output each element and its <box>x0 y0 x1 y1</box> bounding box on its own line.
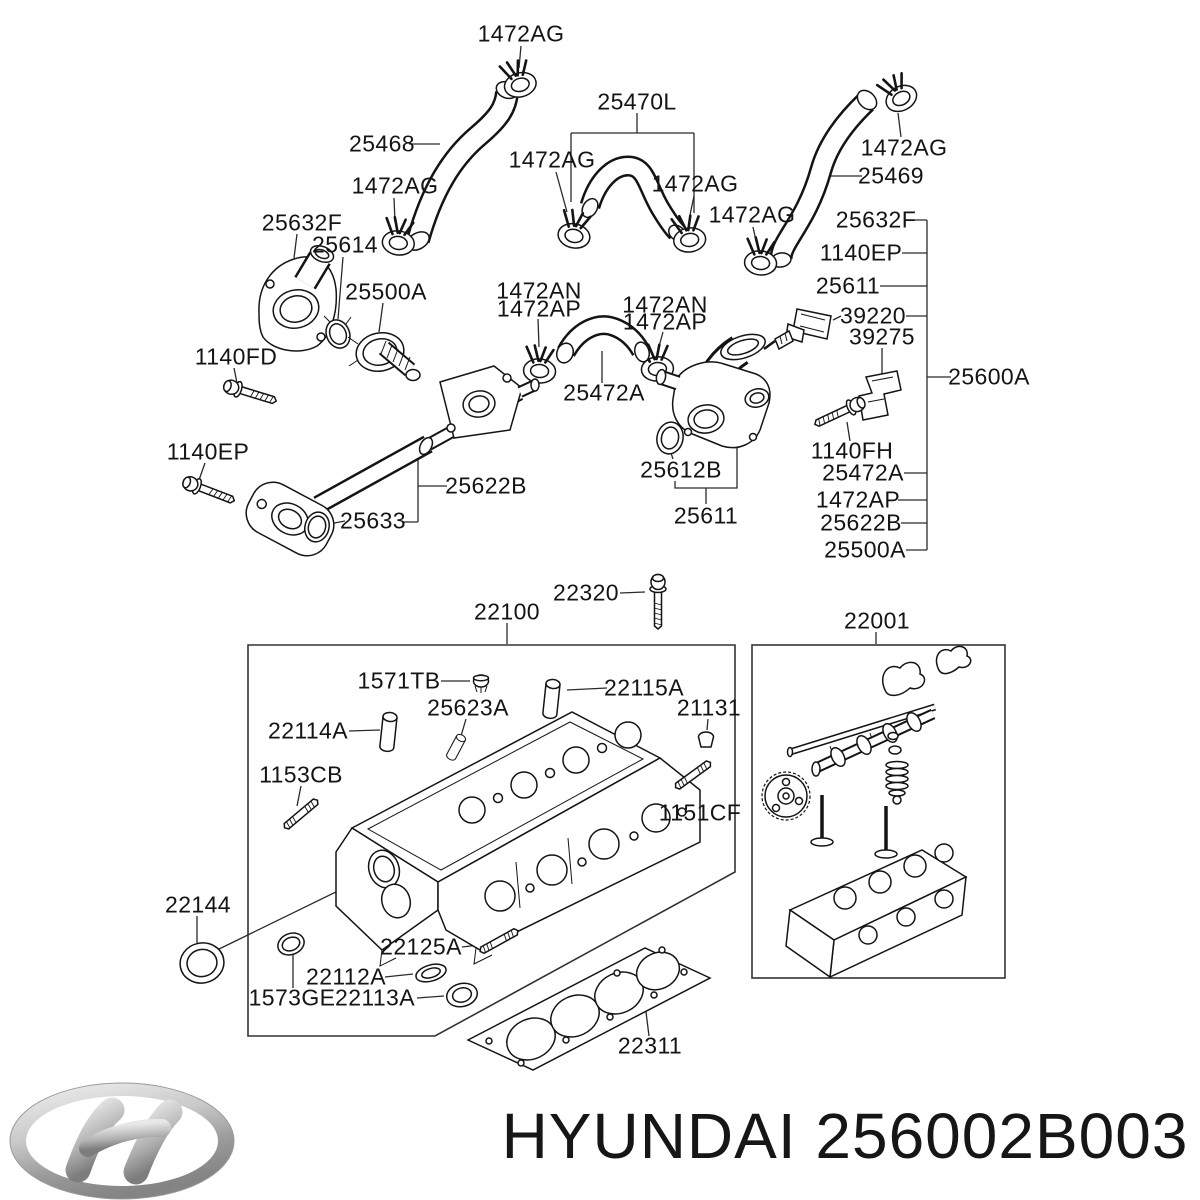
heater-hose-25468 <box>406 80 519 251</box>
part-label-1153CB: 1153CB <box>259 761 343 788</box>
part-label-25632F-col: 25632F <box>835 206 917 233</box>
part-label-22114A: 22114A <box>268 717 348 744</box>
dowel-25623A <box>444 732 468 763</box>
part-label-25612B: 25612B <box>640 456 722 483</box>
head-gasket-22311 <box>466 946 712 1071</box>
stud-1153CB <box>281 796 321 832</box>
bolt-1140EP <box>179 472 238 509</box>
part-label-25469: 25469 <box>858 162 924 189</box>
footer-part-number-text: HYUNDAI 256002B003 <box>501 1100 1189 1172</box>
part-label-25500A-mid: 25500A <box>345 278 427 305</box>
part-label-25622B-mid: 25622B <box>445 472 527 499</box>
bolt-1140FD <box>221 376 280 410</box>
heater-hose-25470L <box>579 155 686 242</box>
part-label-25470L: 25470L <box>597 88 677 115</box>
part-label-1140FD: 1140FD <box>194 343 278 370</box>
o-ring-22112A <box>415 963 447 983</box>
part-label-25614: 25614 <box>312 231 378 258</box>
heater-hose-25469 <box>769 89 878 268</box>
part-label-1140EP-col: 1140EP <box>819 239 903 266</box>
part-label-1472AG-2: 1472AG <box>351 172 439 199</box>
part-label-22144: 22144 <box>165 891 231 918</box>
seal-1573GE <box>277 932 305 956</box>
part-label-22320: 22320 <box>553 579 619 606</box>
part-label-22001: 22001 <box>844 607 910 634</box>
part-label-25600A: 25600A <box>948 363 1030 390</box>
part-label-25623A: 25623A <box>427 694 509 721</box>
water-outlet-fitting-25632F <box>258 244 338 352</box>
sensor-bracket-39275 <box>858 370 902 421</box>
part-label-1472AG-4: 1472AG <box>651 170 739 197</box>
box-22001 <box>751 644 1006 979</box>
part-label-25500A-col: 25500A <box>824 536 906 563</box>
water-hose-25472A <box>555 315 650 364</box>
part-label-25472A-mid: 25472A <box>563 379 645 406</box>
part-label-25633: 25633 <box>340 507 406 534</box>
part-label-21131: 21131 <box>676 694 742 721</box>
camshaft-seal-22144 <box>179 942 225 984</box>
gasket-25633 <box>304 511 330 543</box>
head-sub-assembly-22001 <box>761 645 972 979</box>
part-label-1472AP-right: 1472AP <box>622 308 708 335</box>
cylinder-head-22100 <box>335 711 701 967</box>
part-label-22115A: 22115A <box>604 674 684 701</box>
part-label-1140FH: 1140FH <box>810 437 894 464</box>
plug-21131 <box>697 731 715 748</box>
bolt-1140FH <box>810 393 869 433</box>
part-label-1472AG-1: 1472AG <box>477 20 565 47</box>
hyundai-logo <box>9 1082 235 1200</box>
box-22100 <box>247 644 736 1037</box>
water-inlet-fitting-25611 <box>655 333 771 449</box>
part-label-25472A-col: 25472A <box>822 459 904 486</box>
thermostat-25500A <box>347 332 421 382</box>
bolt-22320 <box>649 573 667 630</box>
part-label-1472AG-3: 1472AG <box>508 146 596 173</box>
plug-1571TB <box>472 674 490 693</box>
part-label-1573GE: 1573GE <box>248 984 336 1011</box>
valve-guide-22115A <box>541 678 562 720</box>
valve-guide-22114A <box>378 711 399 753</box>
part-label-25632F-left: 25632F <box>261 209 343 236</box>
part-label-1151CF: 1151CF <box>658 799 742 826</box>
part-label-22125A: 22125A <box>380 933 462 960</box>
part-label-39275: 39275 <box>849 323 915 350</box>
part-label-1472AP-left: 1472AP <box>496 295 582 322</box>
part-label-39220: 39220 <box>840 302 906 329</box>
part-label-1140EP-left: 1140EP <box>166 438 250 465</box>
part-label-22112A: 22112A <box>306 963 386 990</box>
part-label-1472AG-6: 1472AG <box>860 134 948 161</box>
part-label-22311: 22311 <box>617 1032 683 1059</box>
clamp-ring-25614 <box>323 315 352 349</box>
part-label-25611-col: 25611 <box>815 272 881 299</box>
part-label-22100: 22100 <box>474 598 540 625</box>
part-label-22113A: 22113A <box>335 984 415 1011</box>
part-label-1472AN-left: 1472AN <box>496 277 582 304</box>
egr-pipe-25622B <box>245 365 540 557</box>
o-ring-22113A <box>445 982 479 1008</box>
part-label-1571TB: 1571TB <box>357 667 441 694</box>
seal-ring-25612B <box>656 421 684 455</box>
part-label-1472AG-5: 1472AG <box>708 201 796 228</box>
temperature-sensor-39220 <box>763 308 832 351</box>
part-label-25622B-col: 25622B <box>820 509 902 536</box>
part-label-1472AP-col: 1472AP <box>815 486 901 513</box>
part-label-1472AN-right: 1472AN <box>622 291 708 318</box>
part-label-25468: 25468 <box>349 130 415 157</box>
part-label-25611-mid: 25611 <box>673 502 739 529</box>
